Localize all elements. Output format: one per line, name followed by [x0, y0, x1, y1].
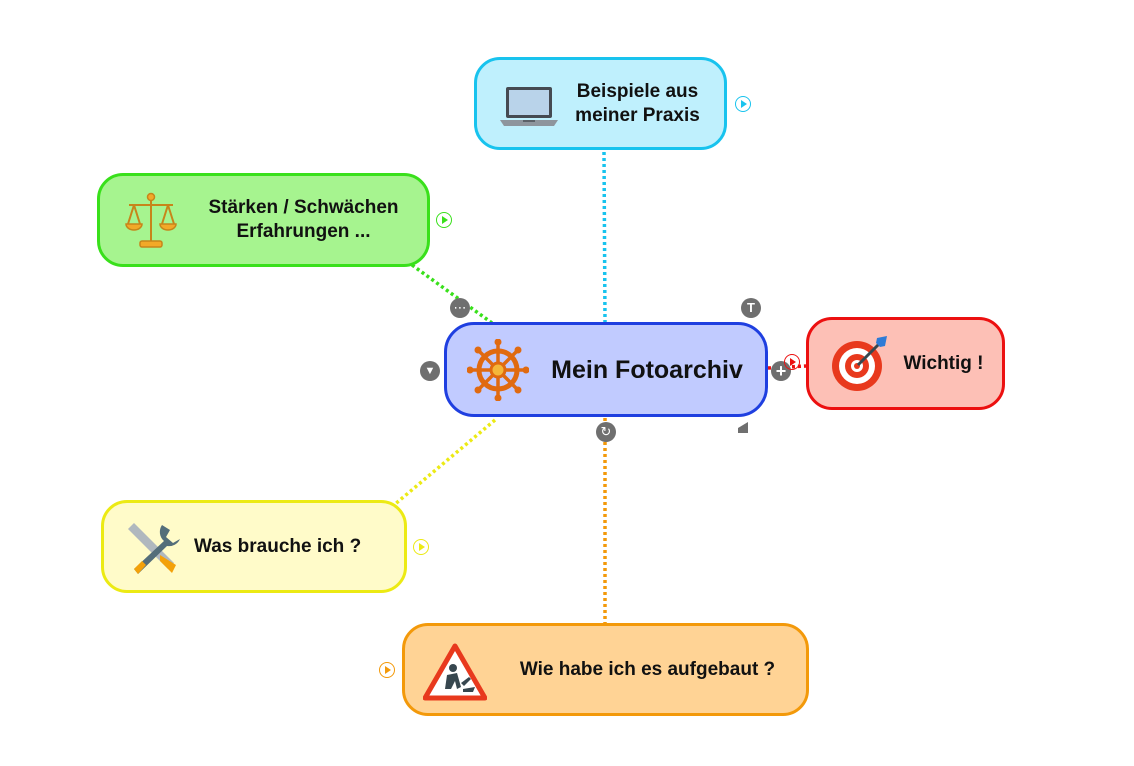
topic-label-line: Stärken / Schwächen — [208, 197, 399, 218]
topic-node-praxis[interactable]: Beispiele aus meiner Praxis — [474, 57, 727, 150]
more-options-icon[interactable]: ⋯ — [450, 298, 470, 318]
topic-node-aufgebaut[interactable]: Wie habe ich es aufgebaut ? — [402, 623, 809, 716]
link-praxis — [602, 151, 607, 323]
expand-arrow-icon[interactable] — [784, 354, 800, 370]
topic-node-brauche[interactable]: Was brauche ich ? — [101, 500, 407, 593]
refresh-icon[interactable]: ↻ — [596, 422, 616, 442]
laptop-icon — [500, 87, 558, 126]
expand-arrow-icon[interactable] — [379, 662, 395, 678]
central-topic-label: Mein Fotoarchiv — [551, 355, 743, 384]
link-brauche — [392, 418, 497, 507]
expand-arrow-icon[interactable] — [413, 539, 429, 555]
expand-arrow-icon[interactable] — [436, 212, 452, 228]
topic-label-line: Was brauche ich ? — [194, 535, 362, 557]
scales-icon — [125, 192, 177, 248]
text-format-icon[interactable]: T — [741, 298, 761, 318]
expand-arrow-icon[interactable] — [735, 96, 751, 112]
ship-wheel-icon — [467, 339, 529, 401]
topic-label-line: Erfahrungen ... — [236, 221, 371, 242]
link-staerken — [410, 263, 494, 325]
topic-label-line: Wichtig ! — [903, 352, 984, 374]
topic-label-line: Beispiele aus — [576, 80, 699, 102]
collapse-icon[interactable]: ▼ — [420, 361, 440, 381]
topic-label-line: Wie habe ich es aufgebaut ? — [519, 658, 776, 680]
topic-node-wichtig[interactable]: Wichtig ! — [806, 317, 1005, 410]
construction-sign-icon — [423, 643, 487, 701]
tools-icon — [128, 523, 180, 574]
resize-handle-icon[interactable] — [737, 421, 749, 434]
topic-label-line: meiner Praxis — [575, 104, 700, 126]
target-icon — [832, 336, 887, 391]
topic-node-staerken[interactable]: Stärken / Schwächen Erfahrungen ... — [97, 173, 430, 267]
central-topic-node[interactable]: Mein Fotoarchiv — [444, 322, 768, 417]
